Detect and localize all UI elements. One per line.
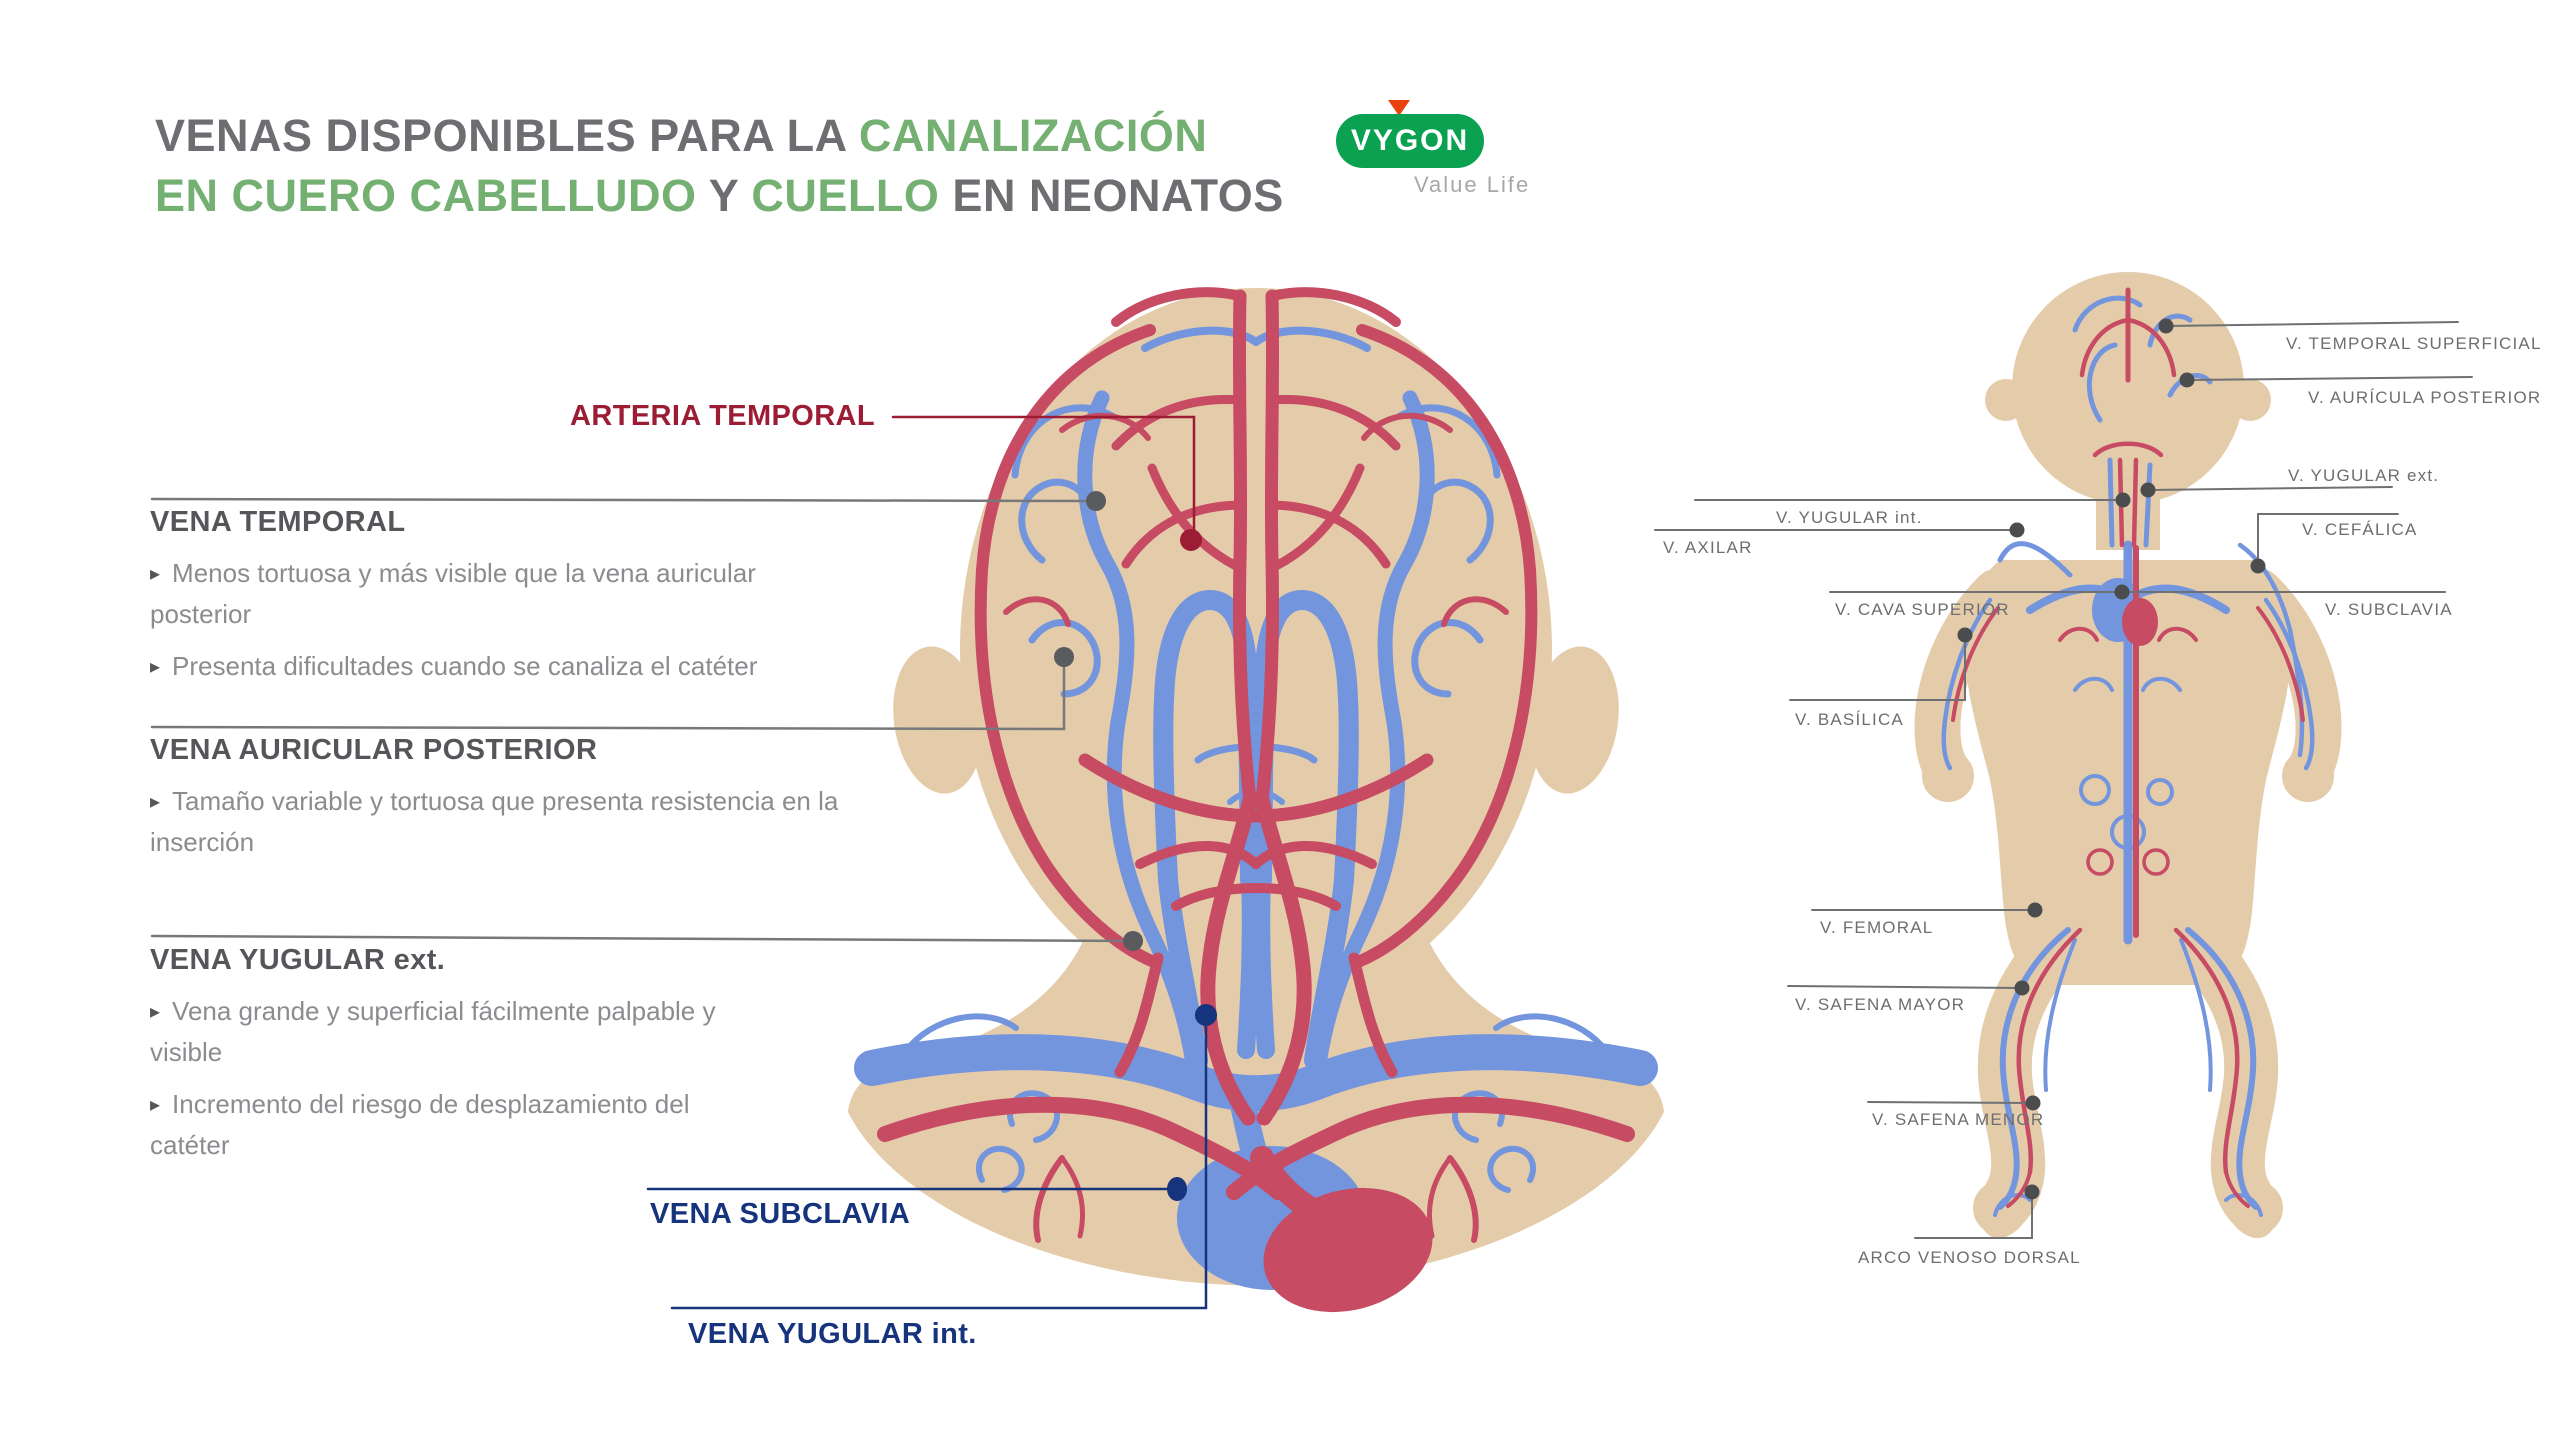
safena-menor-leader-line — [1867, 1101, 2034, 1104]
block-vena-auricular-posterior: VENA AURICULAR POSTERIOR ▸Tamaño variabl… — [150, 734, 870, 874]
block-bullet: ▸Menos tortuosa y más visible que la ven… — [150, 553, 850, 634]
label-v-cefalica: V. CEFÁLICA — [2302, 520, 2418, 539]
bullet-text: Presenta dificultades cuando se canaliza… — [172, 651, 758, 681]
title-text: EN NEONATOS — [939, 170, 1284, 221]
vena-yugular-int-leader-line — [670, 1013, 1208, 1310]
block-bullet: ▸Tamaño variable y tortuosa que presenta… — [150, 781, 870, 862]
right-ear-shape — [1529, 646, 1619, 794]
vena-auricular-leader-line — [150, 655, 1066, 731]
safena-mayor-dot — [2014, 980, 2030, 996]
bullet-arrow-icon: ▸ — [150, 791, 161, 813]
cava-superior-dot — [2114, 584, 2130, 600]
logo-pill: VYGON — [1336, 114, 1484, 168]
label-v-cava-superior: V. CAVA SUPERIOR — [1835, 600, 2010, 619]
vena-subclavia-dot — [1167, 1177, 1187, 1201]
bullet-arrow-icon: ▸ — [150, 1001, 161, 1023]
arteria-temporal-leader-line — [891, 415, 1196, 542]
body-marker-dots — [1957, 318, 2266, 1200]
yugular-int-dot — [2115, 492, 2131, 508]
yugular-ext-dot — [2140, 482, 2156, 498]
body-leader-lines — [1654, 321, 2473, 1239]
block-vena-yugular-ext: VENA YUGULAR ext. ▸Vena grande y superfi… — [150, 944, 770, 1177]
auricula-posterior-leader-line — [2186, 376, 2473, 381]
temporal-superficial-dot — [2158, 318, 2174, 334]
auricula-posterior-dot — [2179, 372, 2195, 388]
block-title: VENA TEMPORAL — [150, 506, 406, 538]
arco-venoso-leader-line — [1914, 1191, 2033, 1239]
head-arteries — [877, 287, 1635, 1313]
neonate-body-illustration — [1654, 272, 2473, 1239]
arco-venoso-dot — [2024, 1184, 2040, 1200]
bullet-text: Incremento del riesgo de desplazamiento … — [150, 1089, 690, 1160]
label-vena-yugular-int: VENA YUGULAR int. — [688, 1318, 977, 1350]
head-marker-dots — [1054, 491, 1217, 1201]
label-v-temporal-superficial: V. TEMPORAL SUPERFICIAL — [2286, 334, 2542, 353]
cefalica-dot — [2250, 558, 2266, 574]
title-text-highlight: CANALIZACIÓN — [858, 110, 1208, 161]
safena-mayor-leader-line — [1787, 985, 2023, 989]
title-text-highlight: CUELLO — [751, 170, 940, 221]
vena-yugular-ext-leader-line — [150, 934, 1135, 943]
bullet-arrow-icon: ▸ — [150, 563, 161, 585]
basilica-leader-line — [1789, 634, 1966, 701]
page-title-line1: VENAS DISPONIBLES PARA LA CANALIZACIÓN — [155, 106, 1207, 166]
title-text: VENAS DISPONIBLES PARA LA — [155, 110, 859, 161]
label-v-safena-menor: V. SAFENA MENOR — [1872, 1110, 2045, 1129]
label-arteria-temporal: ARTERIA TEMPORAL — [570, 400, 875, 432]
bullet-text: Tamaño variable y tortuosa que presenta … — [150, 786, 839, 857]
bullet-text: Vena grande y superficial fácilmente pal… — [150, 996, 716, 1067]
title-text-highlight: EN CUERO CABELLUDO — [155, 170, 697, 221]
label-v-subclavia: V. SUBCLAVIA — [2325, 600, 2453, 619]
baby-head — [2012, 272, 2244, 504]
baby-right-hand — [2282, 750, 2334, 802]
yugular-ext-leader-line — [2147, 486, 2393, 491]
logo-tagline: Value Life — [1414, 172, 1531, 197]
temporal-superficial-leader-line — [2165, 321, 2459, 327]
basilica-dot — [1957, 627, 1973, 643]
label-v-safena-mayor: V. SAFENA MAYOR — [1795, 995, 1966, 1014]
vena-yugular-ext-dot — [1123, 931, 1143, 951]
bullet-arrow-icon: ▸ — [150, 1094, 161, 1116]
baby-left-hand — [1922, 750, 1974, 802]
bullet-arrow-icon: ▸ — [150, 656, 161, 678]
safena-menor-dot — [2025, 1095, 2041, 1111]
vena-temporal-leader-line — [150, 497, 1098, 503]
left-ear-shape — [893, 646, 983, 794]
vygon-logo: VYGON Value Life — [1336, 100, 1556, 200]
label-arco-venoso-dorsal: ARCO VENOSO DORSAL — [1858, 1248, 2081, 1267]
vena-auricular-dot — [1054, 647, 1074, 667]
vena-temporal-dot — [1086, 491, 1106, 511]
label-vena-subclavia: VENA SUBCLAVIA — [650, 1198, 911, 1230]
label-v-axilar: V. AXILAR — [1663, 538, 1753, 557]
bullet-text: Menos tortuosa y más visible que la vena… — [150, 558, 756, 629]
axilar-dot — [2009, 522, 2025, 538]
label-v-femoral: V. FEMORAL — [1820, 918, 1934, 937]
cefalica-leader-line — [2257, 513, 2399, 567]
logo-brand-text: VYGON — [1350, 124, 1470, 157]
label-v-basilica: V. BASÍLICA — [1795, 710, 1904, 729]
neonate-head-illustration — [150, 287, 1664, 1313]
label-v-yugular-ext: V. YUGULAR ext. — [2288, 466, 2440, 485]
block-title: VENA YUGULAR ext. — [150, 944, 446, 976]
title-text: Y — [696, 170, 752, 221]
block-bullet: ▸Incremento del riesgo de desplazamiento… — [150, 1084, 770, 1165]
logo-triangle-icon — [1388, 100, 1410, 116]
arteria-temporal-dot — [1180, 529, 1202, 551]
block-bullet: ▸Vena grande y superficial fácilmente pa… — [150, 991, 770, 1072]
label-v-auricula-posterior: V. AURÍCULA POSTERIOR — [2308, 388, 2542, 407]
femoral-dot — [2027, 902, 2043, 918]
vena-yugular-int-dot — [1195, 1004, 1217, 1026]
block-bullet: ▸ Presenta dificultades cuando se canaliz… — [150, 646, 850, 687]
label-v-yugular-int: V. YUGULAR int. — [1776, 508, 1923, 527]
page-title-line2: EN CUERO CABELLUDO Y CUELLO EN NEONATOS — [155, 166, 1284, 226]
head-shape — [960, 288, 1552, 1012]
head-leader-lines — [150, 415, 1208, 1310]
block-title: VENA AURICULAR POSTERIOR — [150, 734, 598, 766]
block-vena-temporal: VENA TEMPORAL ▸Menos tortuosa y más visi… — [150, 506, 850, 699]
